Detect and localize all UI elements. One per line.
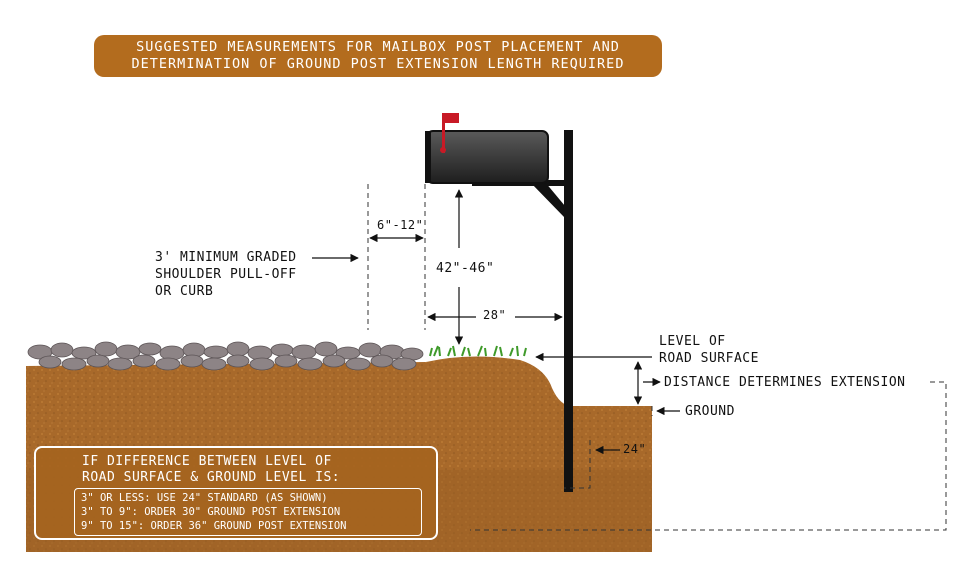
extension-info-box: IF DIFFERENCE BETWEEN LEVEL OF ROAD SURF… bbox=[34, 446, 438, 540]
height-label: 42"-46" bbox=[436, 261, 495, 276]
rule-item: 3" TO 9": ORDER 30" GROUND POST EXTENSIO… bbox=[81, 506, 341, 518]
mailbox bbox=[426, 130, 549, 184]
rule-item: 3" OR LESS: USE 24" STANDARD (AS SHOWN) bbox=[81, 492, 328, 504]
info-heading-line-2: ROAD SURFACE & GROUND LEVEL IS: bbox=[82, 470, 341, 485]
gravel-road bbox=[27, 341, 424, 371]
extension-label: DISTANCE DETERMINES EXTENSION bbox=[664, 375, 906, 390]
info-heading: IF DIFFERENCE BETWEEN LEVEL OF ROAD SURF… bbox=[82, 454, 340, 486]
flag-pivot bbox=[440, 147, 446, 153]
distance-label: 28" bbox=[483, 308, 507, 322]
grass bbox=[429, 345, 527, 357]
shoulder-label-line-1: 3' MINIMUM GRADED bbox=[155, 250, 297, 265]
rule-item: 9" TO 15": ORDER 36" GROUND POST EXTENSI… bbox=[81, 520, 347, 532]
flag bbox=[442, 113, 459, 123]
info-rules: 3" OR LESS: USE 24" STANDARD (AS SHOWN) … bbox=[74, 488, 422, 536]
info-heading-line-1: IF DIFFERENCE BETWEEN LEVEL OF bbox=[82, 454, 332, 469]
shoulder-label-line-2: SHOULDER PULL-OFF bbox=[155, 267, 297, 282]
mailbox-post bbox=[564, 130, 573, 492]
ground-label: GROUND bbox=[685, 404, 735, 419]
dashed-guides bbox=[367, 184, 947, 531]
road-level-label-line-1: LEVEL OF bbox=[659, 334, 726, 349]
title-line-2: DETERMINATION OF GROUND POST EXTENSION L… bbox=[131, 56, 625, 72]
dimension-arrows bbox=[312, 189, 680, 455]
road-level-label-line-2: ROAD SURFACE bbox=[659, 351, 759, 366]
shoulder-label-line-3: OR CURB bbox=[155, 284, 214, 299]
post-brace bbox=[530, 182, 570, 218]
title-banner: SUGGESTED MEASUREMENTS FOR MAILBOX POST … bbox=[94, 35, 662, 77]
mailbox-door bbox=[425, 131, 431, 183]
offset-label: 6"-12" bbox=[377, 218, 424, 232]
flag-pole bbox=[442, 117, 445, 153]
depth-label: 24" bbox=[623, 442, 647, 456]
title-line-1: SUGGESTED MEASUREMENTS FOR MAILBOX POST … bbox=[136, 39, 620, 55]
